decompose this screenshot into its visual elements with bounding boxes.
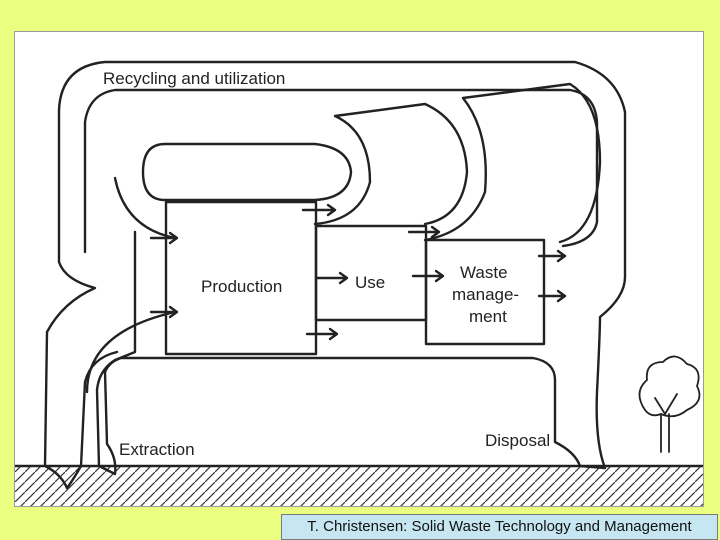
flow-arrow-icon (149, 203, 567, 341)
tree-icon (638, 355, 701, 453)
waste-recycle-arc (423, 82, 602, 244)
diagram-panel: Recycling and utilization Production Use… (14, 31, 704, 507)
feed-arrow-upper (113, 176, 177, 240)
inner-recycle-channel (141, 142, 353, 202)
use-recycle-arc (313, 102, 469, 226)
feed-arrow-lower (85, 310, 177, 394)
extraction-label: Extraction (119, 440, 195, 459)
waste-label-line3: ment (469, 307, 507, 326)
caption-box: T. Christensen: Solid Waste Technology a… (281, 514, 718, 540)
use-label: Use (355, 273, 385, 292)
production-label: Production (201, 277, 282, 296)
recycling-label: Recycling and utilization (103, 69, 285, 88)
waste-label-line1: Waste (460, 263, 508, 282)
material-flow-diagram: Recycling and utilization Production Use… (15, 60, 703, 506)
waste-label-line2: manage- (452, 285, 519, 304)
ground-hatch (15, 466, 703, 506)
recycling-loop (43, 60, 627, 490)
caption-text: T. Christensen: Solid Waste Technology a… (307, 518, 692, 535)
waste-management-box (424, 238, 546, 346)
outer-recycle-channel (83, 88, 599, 254)
disposal-label: Disposal (485, 431, 550, 450)
